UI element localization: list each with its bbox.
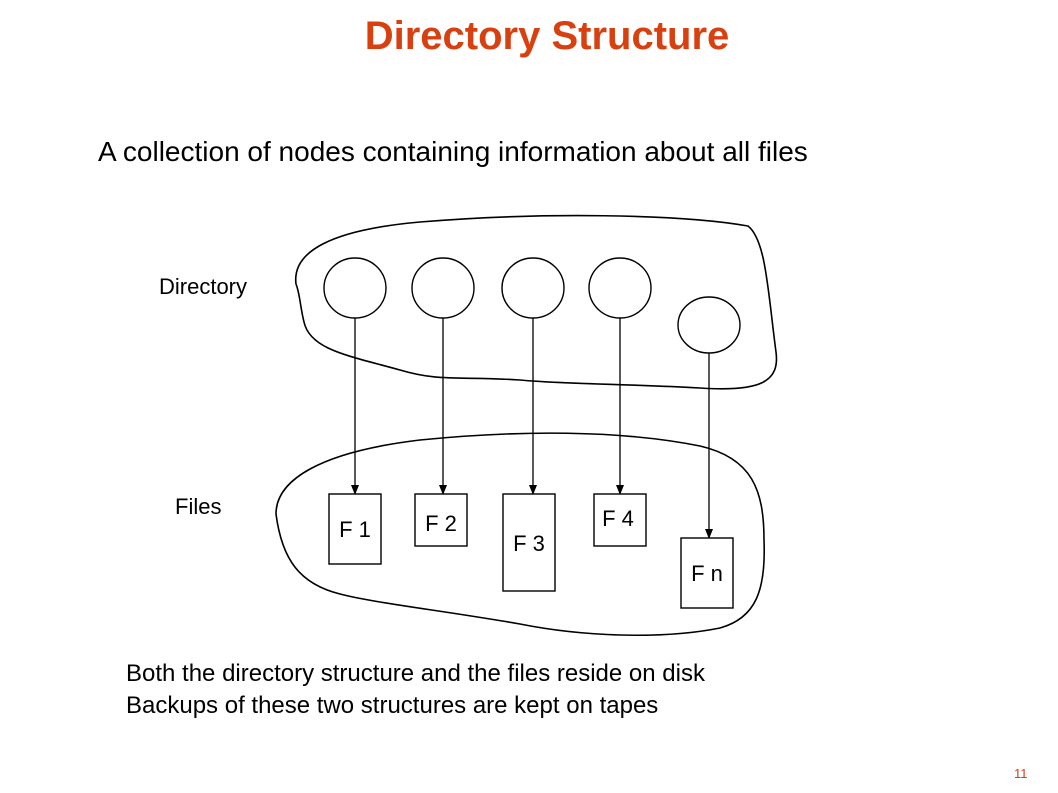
files-label: Files (175, 494, 221, 519)
slide-title: Directory Structure (364, 14, 730, 58)
file-box-1 (328, 493, 382, 565)
directory-node-4 (588, 257, 652, 319)
file-label-1: F 1 (339, 517, 371, 542)
file-label-4: F 4 (602, 506, 634, 531)
file-label-2: F 2 (425, 511, 457, 536)
file-box-3 (502, 493, 556, 592)
file-box-5 (680, 537, 734, 609)
slide-notes: Both the directory structure and the fil… (126, 658, 705, 722)
file-box-4 (593, 493, 647, 547)
page-number: 11 (1014, 766, 1028, 781)
slide-subtitle: A collection of nodes containing informa… (98, 136, 808, 167)
directory-node-2 (411, 257, 475, 319)
directory-node-5 (677, 296, 741, 354)
directory-node-3 (501, 257, 565, 319)
file-label-3: F 3 (513, 531, 545, 556)
directory-node-1 (323, 257, 387, 319)
note-line-1: Both the directory structure and the fil… (126, 660, 705, 687)
directory-label: Directory (159, 274, 247, 299)
file-label-5: F n (691, 561, 723, 586)
directory-region-outline (295, 214, 778, 390)
files-region-outline (275, 432, 766, 637)
note-line-2: Backups of these two structures are kept… (126, 692, 659, 719)
file-box-2 (414, 493, 468, 547)
